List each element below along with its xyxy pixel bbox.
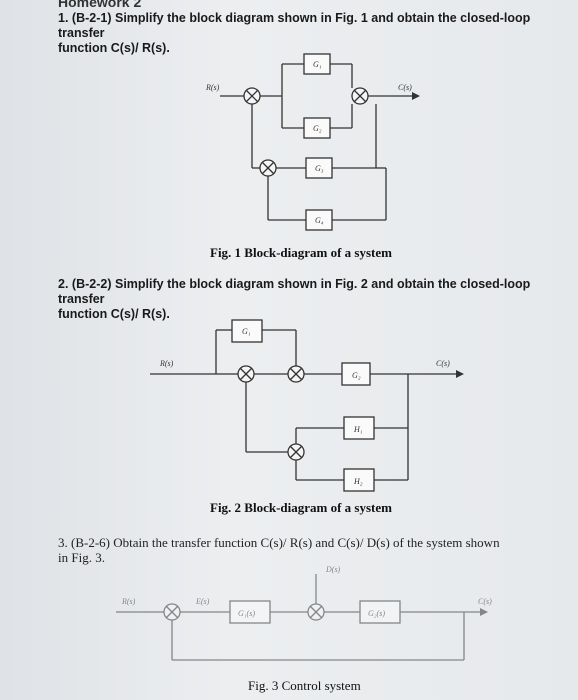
fig3-caption: Fig. 3 Control system [248,678,361,693]
problem-1-line1: 1. (B-2-1) Simplify the block diagram sh… [58,11,578,41]
fig1-caption: Fig. 1 Block-diagram of a system [210,245,392,260]
problem-1-line2: function C(s)/ R(s). [58,41,170,55]
problem-3-text: Obtain the transfer function C(s)/ R(s) … [113,535,500,550]
problem-2-line1: 2. (B-2-2) Simplify the block diagram sh… [58,277,578,307]
fig1-g3-label: G₃ [315,164,324,173]
fig2-sum-2 [287,365,305,383]
fig1-sum-3 [259,159,277,177]
problem-3-line1: 3. (B-2-6) Obtain the transfer function … [58,535,500,550]
problem-1-text: Simplify the block diagram shown in Fig.… [58,11,531,40]
fig3-disturbance-label: D(s) [325,565,341,574]
fig3-g2-label: G₂(s) [368,609,385,618]
fig3-sum-1 [163,603,181,621]
fig3-input-label: R(s) [121,597,136,606]
fig3-mid-signal-label: E(s) [195,597,210,606]
problem-2: 2. (B-2-2) Simplify the block diagram sh… [58,277,578,322]
fig2-g1-label: G₁ [242,327,251,336]
fig2-output-label: C(s) [436,359,450,368]
fig1-g1-label: G₁ [313,60,322,69]
problem-3-number: 3. [58,535,68,550]
fig1-input-label: R(s) [205,83,220,92]
problem-2-code: (B-2-2) [71,277,112,291]
problem-3: 3. (B-2-6) Obtain the transfer function … [58,535,500,565]
fig1-g2-label: G₂ [313,124,322,133]
fig1-g4-label: G₄ [315,216,324,225]
fig3-output-label: C(s) [478,597,492,606]
homework-title: Homework 2 [58,0,142,10]
problem-2-number: 2. [58,277,69,291]
problem-1-code: (B-2-1) [71,11,112,25]
problem-2-text: Simplify the block diagram shown in Fig.… [58,277,531,306]
problem-1: 1. (B-2-1) Simplify the block diagram sh… [58,11,578,56]
fig2-caption: Fig. 2 Block-diagram of a system [210,500,392,515]
fig2-input-label: R(s) [159,359,174,368]
fig2-g2-label: G₂ [352,371,361,380]
problem-2-line2: function C(s)/ R(s). [58,307,170,321]
fig3-g1-label: G₁(s) [238,609,255,618]
problem-3-code: (B-2-6) [71,535,110,550]
problem-1-number: 1. [58,11,69,25]
fig2-h2-label: H₂ [353,477,363,486]
fig1-output-label: C(s) [398,83,412,92]
fig2-h1-label: H₁ [353,425,363,434]
problem-3-line2: in Fig. 3. [58,550,105,565]
fig2-block-g1 [231,319,263,343]
fig3-sum-2 [307,603,325,621]
